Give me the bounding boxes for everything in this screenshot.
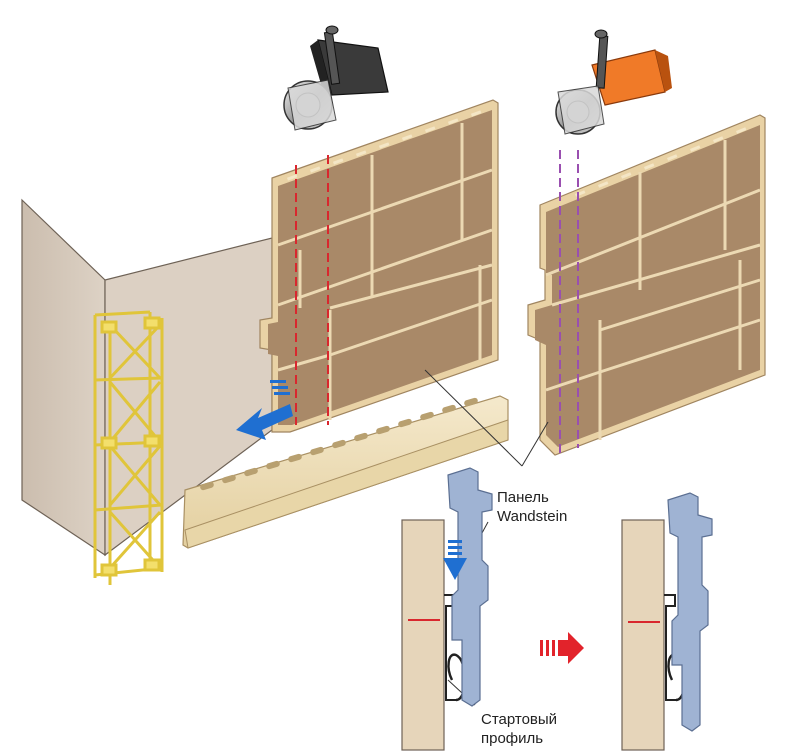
- down-arrow-icon: [443, 540, 467, 580]
- right-arrow-icon: [540, 632, 584, 664]
- scaffold-tower: [93, 310, 164, 585]
- left-arrow-icon: [236, 380, 293, 440]
- panel-label-line1: Панель: [497, 489, 549, 506]
- starter-label-line1: Стартовый: [481, 711, 557, 728]
- wandstein-panel-right: [527, 114, 766, 456]
- starter-label-line2: профиль: [481, 730, 543, 747]
- wandstein-panel-left: [259, 99, 499, 433]
- angle-grinder-icon: [555, 29, 672, 135]
- starter-profile-rail: [182, 395, 509, 549]
- cross-section-after: [621, 492, 713, 751]
- cross-section-before: [401, 467, 493, 751]
- panel-label-line2: Wandstein: [497, 508, 567, 525]
- angle-grinder-icon: [283, 25, 389, 131]
